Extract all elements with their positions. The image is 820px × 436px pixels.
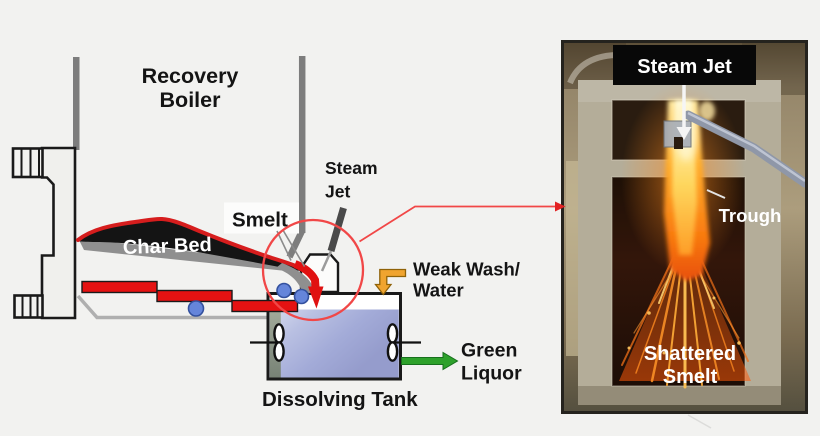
bracket-top-hatch — [11, 147, 44, 179]
steam-jet-label-line1: Steam — [325, 158, 378, 178]
steam-jet-label-line2: Jet — [325, 182, 350, 202]
steam-lance-pipe-highlight — [687, 111, 805, 183]
smelt-pointer-line-2 — [282, 230, 306, 267]
photo-steam-jet-label-box — [613, 45, 756, 85]
steam-lance-pipe — [683, 110, 805, 188]
green-liquor-label-line2: Liquor — [461, 363, 522, 385]
green-liquor-fill — [269, 309, 399, 378]
char-bed-label: Char Bed — [122, 234, 212, 259]
wall-bracket — [40, 146, 77, 320]
agitator-right — [386, 323, 421, 362]
steam-jet-lance — [327, 207, 347, 252]
spark-dots — [627, 296, 741, 360]
highlight-circle — [261, 218, 365, 322]
smelt-label: Smelt — [232, 209, 288, 232]
char-bed-shape — [78, 218, 303, 272]
steam-jet-down-arrowhead — [676, 127, 692, 140]
smelt-shattering-photo: Steam Jet Trough Shattered Smelt — [561, 40, 808, 414]
trough-pointer-line — [706, 189, 726, 199]
weak-wash-label-line2: Water — [413, 280, 464, 301]
photo-canvas: Steam Jet Trough Shattered Smelt — [564, 43, 805, 411]
boiler-left-wall — [73, 57, 80, 150]
dissolving-tank-label: Dissolving Tank — [262, 388, 418, 411]
flame-flare — [699, 101, 715, 121]
smelt-flow-arrowhead — [308, 286, 324, 309]
smelt-run-bars — [81, 280, 299, 313]
boiler-right-wall-funnel — [286, 229, 305, 259]
lance-nozzle-slot — [674, 137, 683, 149]
agitator-left — [250, 323, 285, 362]
weak-wash-label-line1: Weak Wash/ — [413, 259, 520, 280]
green-liquor-label-line1: Green — [461, 340, 517, 362]
slide-artifact-line — [687, 414, 712, 429]
bracket-bottom-hatch — [13, 294, 44, 319]
zoom-connector-line — [359, 205, 556, 243]
smelt-droplets — [187, 282, 310, 317]
weak-wash-arrow — [374, 268, 407, 296]
recovery-boiler-label-line1: Recovery — [142, 64, 239, 88]
shattered-smelt-label-line1: Shattered — [644, 343, 736, 365]
char-bed-smelt-edge — [76, 216, 305, 271]
hearth-slope-shadow — [78, 238, 302, 272]
frame-bottom-sill — [578, 386, 781, 405]
floor-line — [76, 294, 268, 320]
smelt-pointer-line-1 — [276, 230, 292, 261]
shattered-smelt-label-line2: Smelt — [663, 366, 718, 388]
recovery-boiler-label-line2: Boiler — [160, 88, 222, 112]
trough-label: Trough — [719, 205, 782, 226]
smelt-flow-stream — [293, 260, 320, 288]
steam-jet-lance-tip — [320, 250, 333, 272]
smelt-spout-chute — [276, 263, 314, 293]
photo-steam-jet-label: Steam Jet — [637, 56, 732, 78]
smelt-spout-housing — [299, 253, 340, 294]
smelt-label-box — [224, 202, 299, 234]
dissolving-tank — [250, 292, 421, 381]
tank-left-shadow — [269, 309, 281, 378]
green-liquor-arrow — [401, 351, 459, 371]
